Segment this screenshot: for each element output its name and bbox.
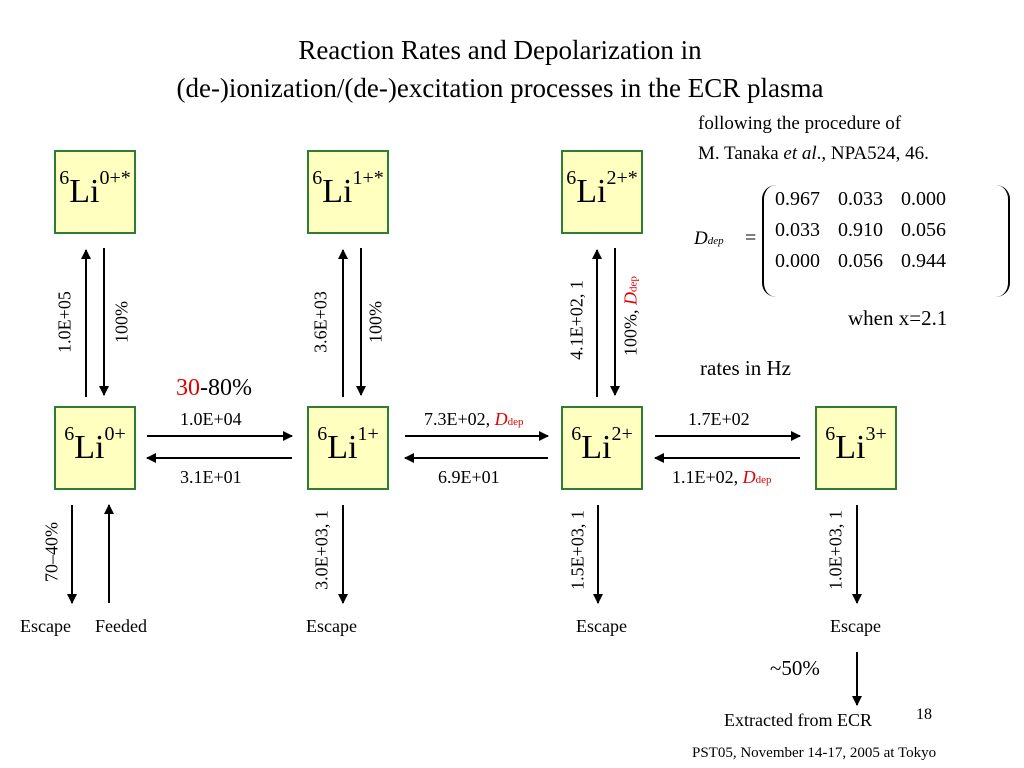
matrix-brackets (762, 185, 1010, 297)
rate-escape-2: 1.5E+03, 1 (567, 510, 588, 590)
footer-conference: PST05, November 14-17, 2005 at Tokyo (692, 745, 937, 761)
rate-escape-0: 70–40% (41, 522, 62, 582)
label-escape-1: Escape (306, 616, 357, 636)
rate-recombination-2-1: 6.9E+01 (438, 467, 500, 487)
slide-title-line2: (de-)ionization/(de-)excitation processe… (176, 73, 824, 103)
reference-line1: following the procedure of (698, 113, 902, 134)
rate-ionization-1-2: 7.3E+02, Ddep (424, 409, 524, 429)
extraction-fraction: ~50% (770, 656, 820, 680)
rate-excitation-0: 1.0E+05 (54, 291, 75, 353)
label-feeded: Feeded (95, 616, 147, 636)
ionization-fraction-0-1: 30-80% (176, 375, 252, 401)
rate-deexcitation-2: 100%, Ddep (620, 276, 641, 356)
matrix-condition: when x=2.1 (848, 306, 948, 330)
label-escape-0: Escape (20, 616, 71, 636)
rate-ionization-0-1: 1.0E+04 (180, 409, 242, 429)
rate-ionization-2-3: 1.7E+02 (688, 409, 750, 429)
rate-recombination-3-2: 1.1E+02, Ddep (672, 467, 772, 487)
rate-deexcitation-0: 100% (111, 301, 132, 343)
slide-title-line1: Reaction Rates and Depolarization in (298, 35, 702, 65)
rate-escape-1: 3.0E+03, 1 (311, 510, 332, 590)
page-number: 18 (916, 706, 932, 723)
rate-deexcitation-1: 100% (365, 301, 386, 343)
label-extracted: Extracted from ECR (724, 710, 872, 730)
label-escape-2: Escape (576, 616, 627, 636)
label-escape-3: Escape (830, 616, 881, 636)
rate-escape-3: 1.0E+03, 1 (825, 510, 846, 590)
reference-line2: M. Tanaka et al., NPA524, 46. (698, 143, 929, 164)
rates-note: rates in Hz (700, 356, 791, 380)
matrix-equals: = (745, 227, 757, 249)
rate-excitation-2: 4.1E+02, 1 (566, 280, 587, 360)
matrix-symbol: Ddep (694, 228, 724, 249)
rate-recombination-1-0: 3.1E+01 (180, 467, 242, 487)
rate-excitation-1: 3.6E+03 (310, 291, 331, 353)
